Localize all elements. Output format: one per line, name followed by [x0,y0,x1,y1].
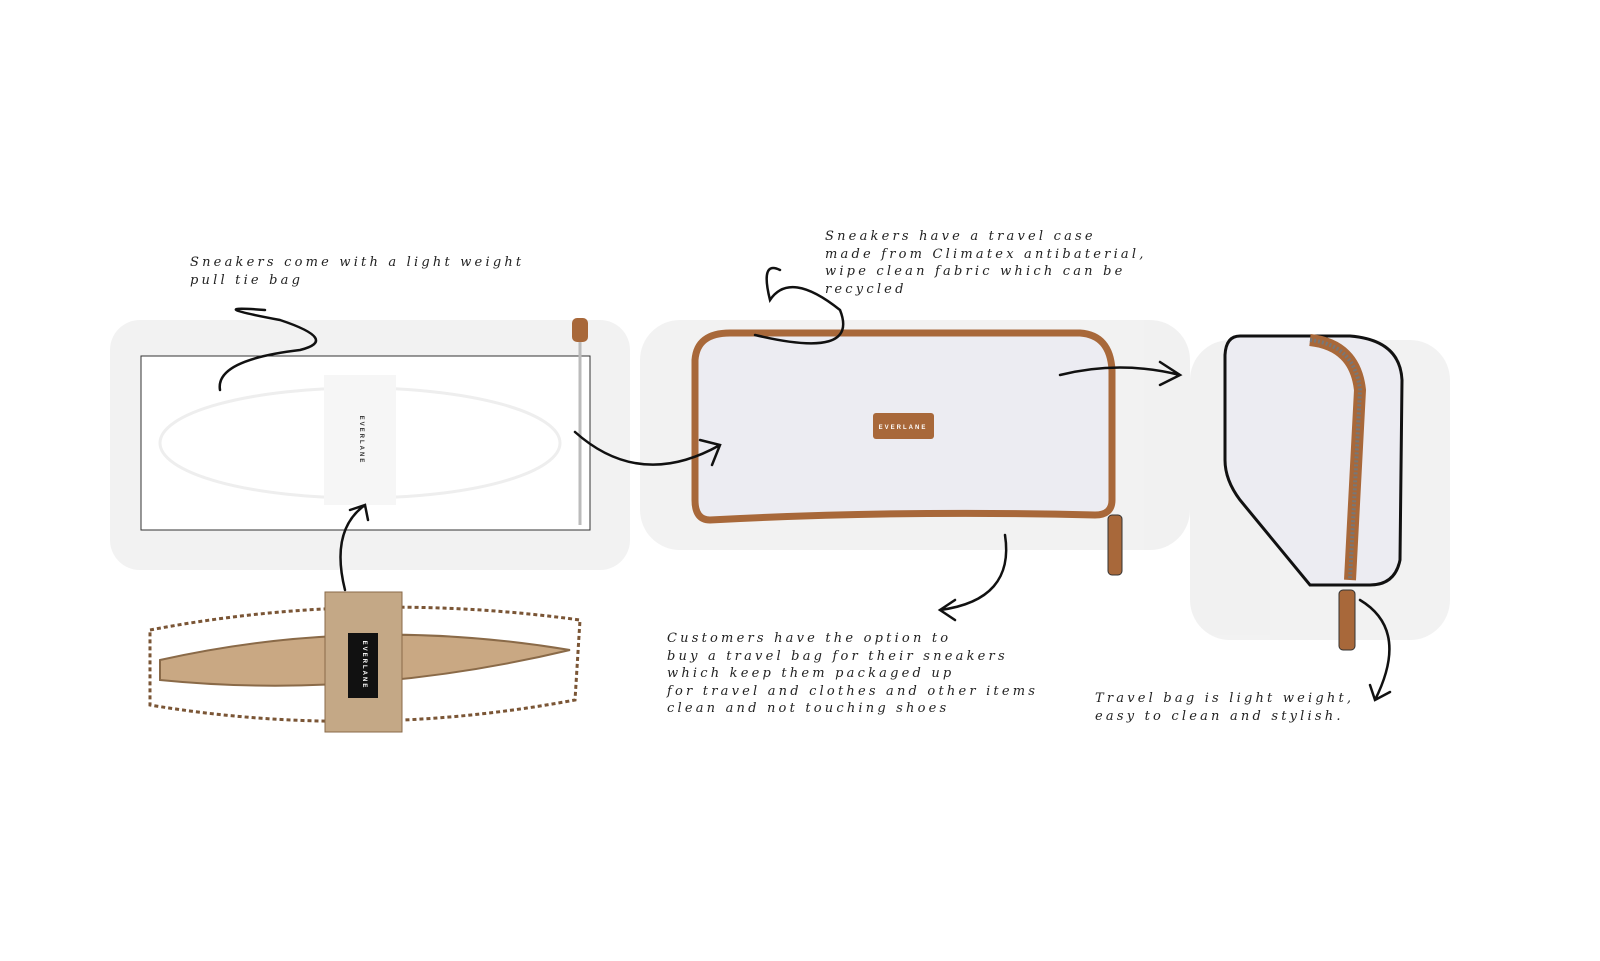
zipper-pull [1107,514,1123,576]
note-light-weight: Travel bag is light weight, easy to clea… [1095,690,1354,725]
sneaker-with-band: EVERLANE [148,591,582,733]
note-line: for travel and clothes and other items [667,683,1039,699]
note-line: buy a travel bag for their sneakers [667,648,1008,664]
travel-case-front: EVERLANE [691,329,1123,576]
note-line: made from Climatex antibaterial, [825,246,1147,262]
pull-tie-bag: EVERLANE [140,318,591,531]
note-pull-tie-bag: Sneakers come with a light weight pull t… [190,254,524,289]
case-logo: EVERLANE [879,425,928,431]
note-line: recycled [825,281,907,297]
cord-toggle [572,318,588,342]
note-line: Customers have the option to [667,631,952,646]
travel-case-side [1223,334,1404,651]
note-line: which keep them packaged up [667,666,955,681]
note-travel-case: Sneakers have a travel case made from Cl… [825,228,1147,298]
note-line: Sneakers have a travel case [825,229,1096,244]
arrows [218,266,1392,702]
band-logo: EVERLANE [361,641,367,690]
note-line: Travel bag is light weight, [1095,691,1355,706]
note-line: Sneakers come with a light weight [190,255,525,270]
note-line: clean and not touching shoes [667,701,950,716]
note-travel-bag-option: Customers have the option to buy a trave… [667,630,1038,718]
note-line: wipe clean fabric which can be [825,264,1126,279]
bag-logo: EVERLANE [358,416,364,465]
note-line: easy to clean and stylish. [1095,708,1344,724]
note-line: pull tie bag [190,272,304,288]
